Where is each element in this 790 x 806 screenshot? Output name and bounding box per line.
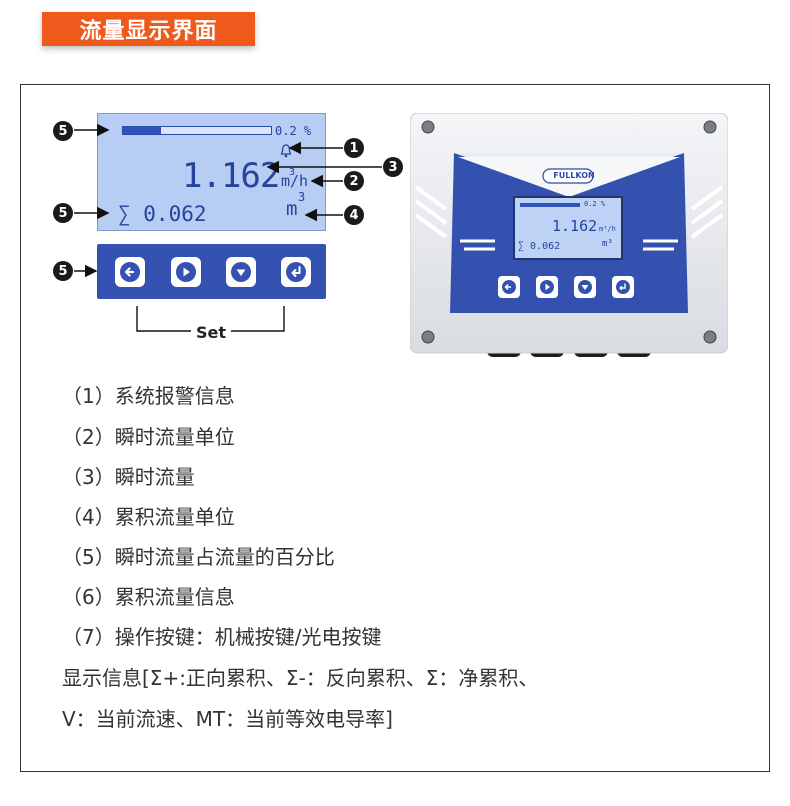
callout-1: 1 [344, 138, 364, 158]
key-back-button[interactable] [115, 257, 145, 287]
display-info-note-line1: 显示信息[Σ+:正向累积、Σ-：反向累积、Σ：净累积、 [62, 666, 539, 690]
list-item: （4）累积流量单位 [62, 505, 235, 529]
total-flow-unit-sup: 3 [298, 190, 306, 204]
keypad [97, 244, 326, 299]
instant-flow-unit-sup: 3 [289, 167, 296, 178]
page-title: 流量显示界面 [42, 12, 255, 46]
total-flow-unit: m [286, 198, 298, 220]
flow-percent-bar [122, 126, 272, 135]
callout-3: 3 [383, 157, 403, 177]
device-flow-value: 1.162 [552, 217, 598, 235]
display-info-note-line2: V：当前流速、MT：当前等效电导率] [62, 707, 393, 731]
callout-5-percent: 5 [53, 121, 73, 141]
arrow-left-circle-icon [120, 262, 140, 282]
key-right-button[interactable] [171, 257, 201, 287]
flowmeter-device [410, 113, 728, 357]
callout-5-total: 5 [53, 203, 73, 223]
list-item: （5）瞬时流量占流量的百分比 [62, 545, 335, 569]
device-sum-unit: m³ [602, 239, 613, 249]
callout-2: 2 [344, 171, 364, 191]
instant-flow-value: 1.162 [182, 156, 280, 196]
list-item: （1）系统报警信息 [62, 384, 235, 408]
key-enter-button[interactable] [281, 257, 311, 287]
chevron-down-circle-icon [231, 262, 251, 282]
lcd-screen: 0.2 % 1.162 m/h 3 ∑ 0.062 m 3 [97, 113, 326, 231]
instant-flow-unit: m/h [281, 172, 309, 190]
callout-4: 4 [344, 205, 364, 225]
list-item: （3）瞬时流量 [62, 465, 195, 489]
device-sum-value: ∑ 0.062 [518, 241, 561, 252]
flow-percent-text: 0.2 % [275, 124, 312, 138]
enter-return-icon [286, 262, 306, 282]
callout-5-keys: 5 [53, 261, 73, 281]
set-label: Set [196, 323, 227, 342]
device-percent-text: 0.2 % [584, 200, 606, 208]
device-flow-unit: m³/h [599, 225, 616, 233]
list-item: （7）操作按键：机械按键/光电按键 [62, 625, 382, 649]
device-brand-label: FULLKON [553, 171, 595, 180]
list-item: （2）瞬时流量单位 [62, 425, 235, 449]
list-item: （6）累积流量信息 [62, 585, 235, 609]
key-down-button[interactable] [226, 257, 256, 287]
flow-percent-bar-fill [123, 127, 162, 134]
alarm-bell-icon [280, 144, 292, 158]
play-right-circle-icon [176, 262, 196, 282]
total-flow-value: ∑ 0.062 [118, 202, 207, 226]
